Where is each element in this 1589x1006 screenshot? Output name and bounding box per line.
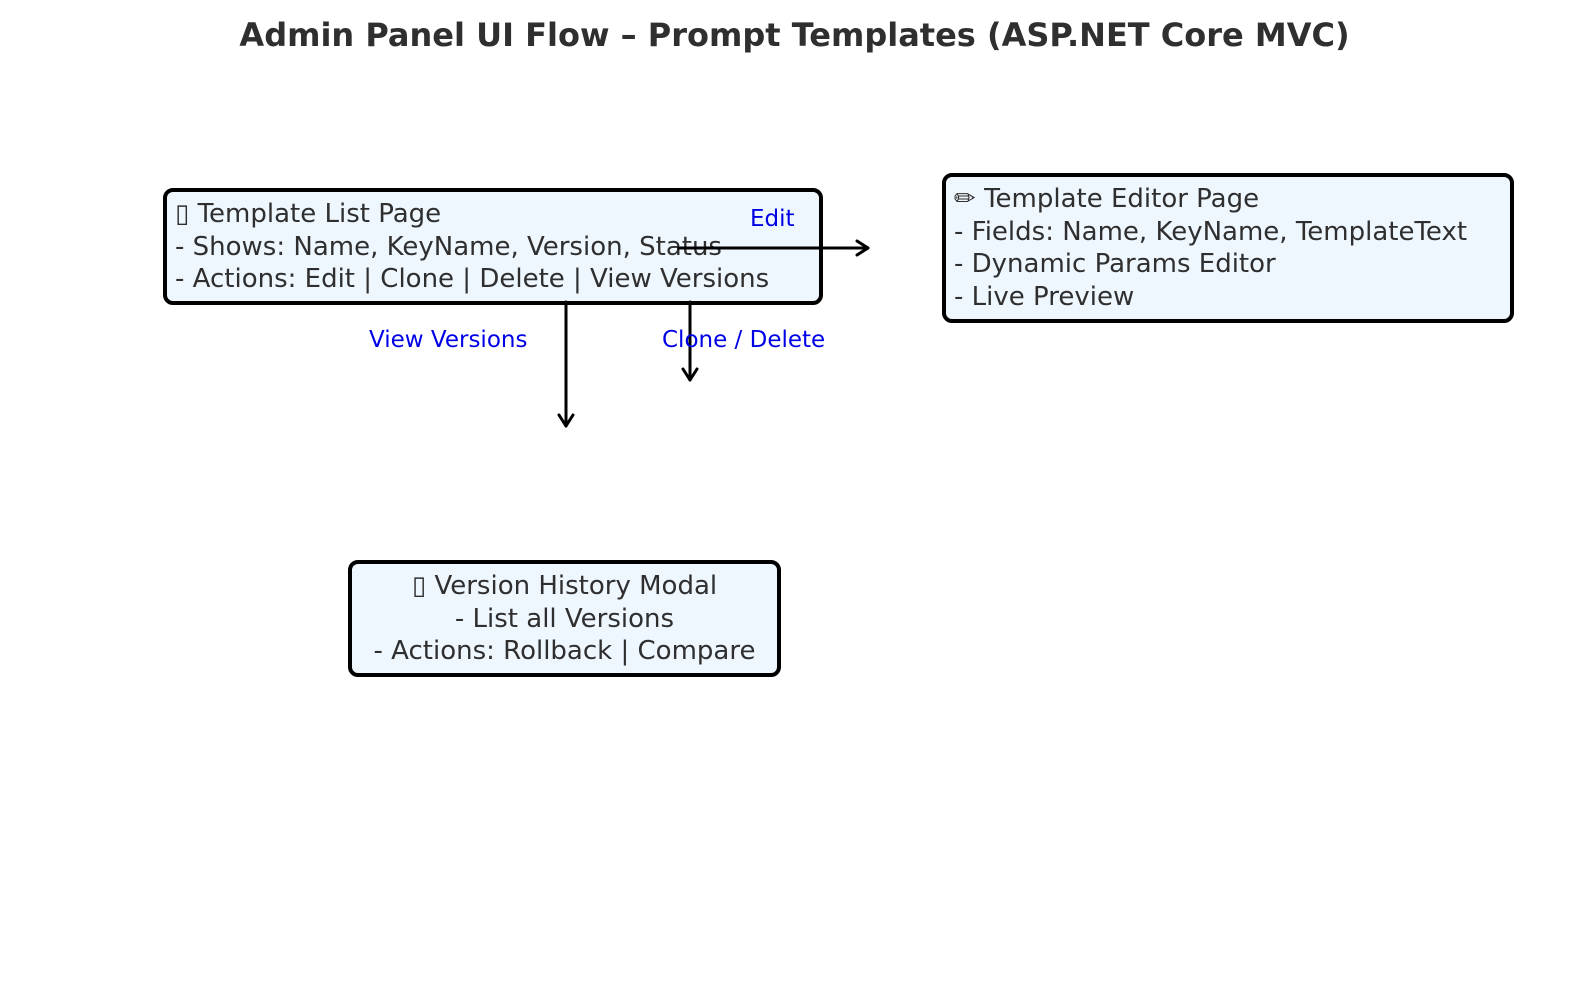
node-line-list: - List all Versions: [454, 603, 675, 634]
template-list-page-node: ▯ Template List Page - Shows: Name, KeyN…: [163, 188, 823, 305]
node-line-params: - Dynamic Params Editor: [954, 249, 1276, 279]
node-line-actions: - Actions: Rollback | Compare: [373, 636, 756, 666]
edge-label-edit: Edit: [750, 206, 795, 232]
edge-view-versions-arrow: [557, 300, 575, 428]
history-icon: ▯: [411, 571, 427, 601]
template-editor-page-node: ✏ Template Editor Page - Fields: Name, K…: [942, 173, 1514, 323]
node-title: Template List Page: [197, 199, 442, 229]
edge-label-view-versions: View Versions: [369, 327, 528, 353]
version-history-modal-node: ▯ Version History Modal - List all Versi…: [348, 560, 781, 677]
node-line-preview: - Live Preview: [954, 281, 1135, 312]
node-line-actions: - Actions: Edit | Clone | Delete | View …: [175, 264, 770, 294]
page-title: Admin Panel UI Flow – Prompt Templates (…: [239, 16, 1350, 54]
node-title: Version History Modal: [434, 571, 718, 601]
node-line-shows: - Shows: Name, KeyName, Version, Status: [175, 231, 722, 262]
document-icon: ▯: [175, 199, 190, 229]
pencil-icon: ✏: [954, 184, 976, 214]
node-line-fields: - Fields: Name, KeyName, TemplateText: [954, 216, 1468, 247]
edge-label-clone-delete: Clone / Delete: [662, 327, 826, 353]
node-title: Template Editor Page: [984, 184, 1260, 214]
